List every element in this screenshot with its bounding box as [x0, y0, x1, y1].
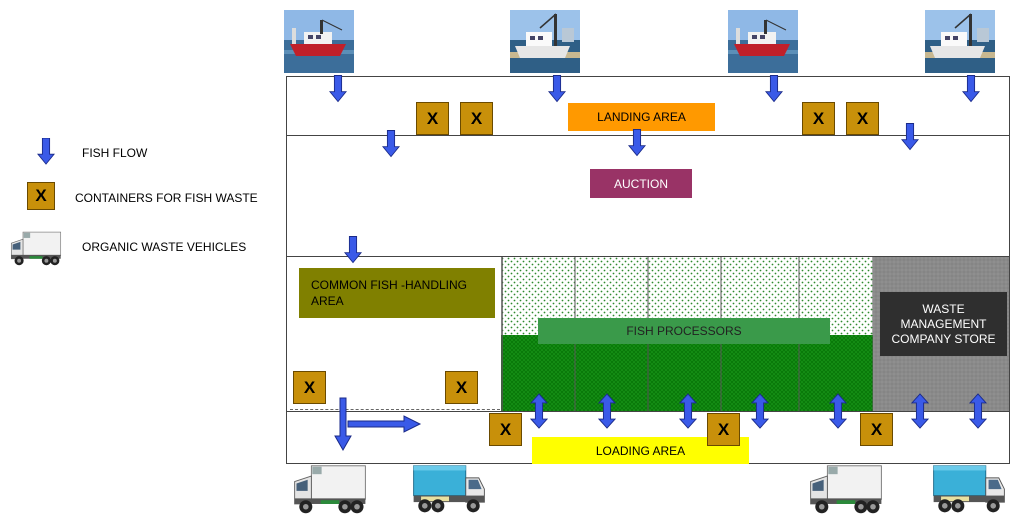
- auction-label: AUCTION: [590, 169, 692, 198]
- down-arrow-icon: [765, 75, 783, 103]
- container-icon: X: [460, 102, 493, 135]
- container-icon: X: [489, 413, 522, 446]
- blue-truck-icon: [408, 463, 490, 517]
- fishing-boat-photo: [284, 10, 354, 73]
- container-icon: X: [707, 413, 740, 446]
- down-arrow-icon: [548, 75, 566, 103]
- container-icon: X: [846, 102, 879, 135]
- fishing-boat-photo: [925, 10, 995, 73]
- container-icon: X: [445, 371, 478, 404]
- container-x-mark: X: [470, 108, 483, 128]
- container-x-mark: X: [499, 419, 512, 439]
- down-arrow-icon: [344, 236, 362, 264]
- legend-vehicles: ORGANIC WASTE VEHICLES: [82, 240, 247, 254]
- down-arrow-icon: [901, 123, 919, 151]
- legend-fish-flow: FISH FLOW: [82, 146, 148, 160]
- fishing-boat-photo: [510, 10, 580, 73]
- container-x-mark: X: [303, 377, 316, 397]
- container-icon: X: [860, 413, 893, 446]
- container-x-mark: X: [455, 377, 468, 397]
- waste-store-label: WASTE MANAGEMENT COMPANY STORE: [880, 292, 1007, 356]
- container-icon: X: [416, 102, 449, 135]
- common-area-flow-arrows: [334, 397, 422, 452]
- double-arrow-icon: [751, 392, 769, 430]
- double-arrow-icon: [829, 392, 847, 430]
- container-x-mark: X: [426, 108, 439, 128]
- double-arrow-icon: [530, 392, 548, 430]
- fish-processors-label: FISH PROCESSORS: [538, 318, 830, 344]
- double-arrow-icon: [679, 392, 697, 430]
- fish-flow-legend-icon: [37, 138, 55, 165]
- down-arrow-icon: [329, 75, 347, 103]
- down-arrow-icon: [628, 129, 646, 157]
- container-x-mark: X: [35, 186, 47, 205]
- legend-containers: CONTAINERS FOR FISH WASTE: [75, 191, 258, 205]
- container-x-mark: X: [812, 108, 825, 128]
- container-x-mark: X: [717, 419, 730, 439]
- landing-area-label: LANDING AREA: [568, 103, 715, 131]
- container-legend-icon: X: [27, 182, 55, 210]
- refrigerated-truck-icon: [806, 463, 886, 517]
- blue-truck-icon: [928, 463, 1010, 517]
- refrigerated-truck-icon: [290, 463, 370, 517]
- double-arrow-icon: [969, 392, 987, 430]
- container-icon: X: [802, 102, 835, 135]
- vehicle-legend-icon: [10, 230, 62, 268]
- down-arrow-icon: [962, 75, 980, 103]
- fishing-boat-photo: [728, 10, 798, 73]
- container-x-mark: X: [856, 108, 869, 128]
- double-arrow-icon: [911, 392, 929, 430]
- container-icon: X: [293, 371, 326, 404]
- divider: [290, 409, 500, 410]
- double-arrow-icon: [598, 392, 616, 430]
- down-arrow-icon: [382, 130, 400, 158]
- common-handling-area-label: COMMON FISH -HANDLING AREA: [299, 268, 495, 318]
- container-x-mark: X: [870, 419, 883, 439]
